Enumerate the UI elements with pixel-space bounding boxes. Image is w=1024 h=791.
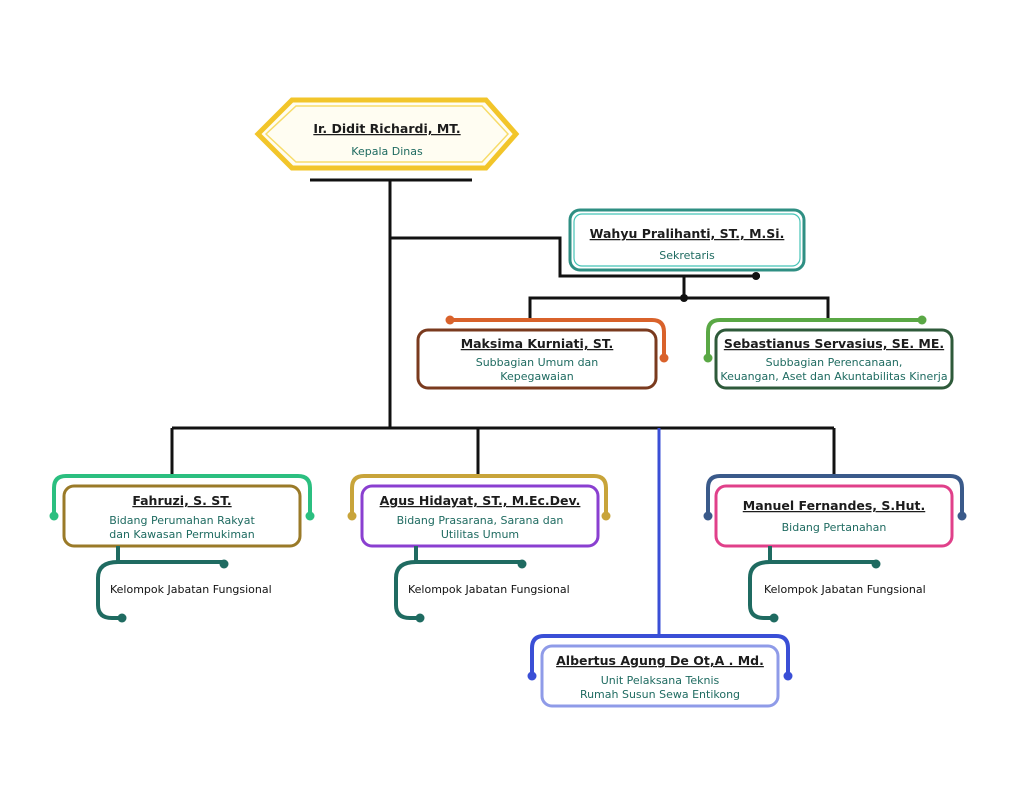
upt-box <box>540 644 780 708</box>
upt-bracket <box>530 634 790 674</box>
fungsional-bracket <box>96 560 120 620</box>
upt-node[interactable]: Albertus Agung De Ot,A . Md. Unit Pelaks… <box>527 634 793 708</box>
junction-dot <box>752 272 760 280</box>
junction-dot <box>680 294 688 302</box>
bidang-pertanahan-role-line: Bidang Pertanahan <box>782 521 887 534</box>
fungsional-label: Kelompok Jabatan Fungsional <box>408 583 570 596</box>
bracket-end-dot <box>117 613 127 623</box>
subbag-umum-node[interactable]: Maksima Kurniati, ST. Subbagian Umum dan… <box>416 315 669 390</box>
secretary-box-inner <box>573 213 801 267</box>
bidang-pertanahan-box <box>714 484 954 548</box>
secretary-name: Wahyu Pralihanti, ST., M.Si. <box>590 226 785 241</box>
bidang-pertanahan-node[interactable]: Manuel Fernandes, S.Hut. Bidang Pertanah… <box>703 474 967 548</box>
upt-role-line: Unit Pelaksana Teknis <box>601 674 720 687</box>
secretary-node[interactable]: Wahyu Pralihanti, ST., M.Si. Sekretaris <box>568 208 806 272</box>
bidang-prasarana-role-line: Utilitas Umum <box>441 528 519 541</box>
upt-role-line: Rumah Susun Sewa Entikong <box>580 688 740 701</box>
head-name: Ir. Didit Richardi, MT. <box>313 121 460 136</box>
head-role: Kepala Dinas <box>351 145 423 158</box>
bidang-prasarana-name: Agus Hidayat, ST., M.Ec.Dev. <box>380 493 581 508</box>
bracket-end-dot <box>917 315 927 325</box>
bracket-end-dot <box>957 511 967 521</box>
bidang-perumahan-bracket <box>52 474 312 514</box>
fungsional-label: Kelompok Jabatan Fungsional <box>110 583 272 596</box>
bracket-end-dot <box>601 511 611 521</box>
bracket-end-dot <box>783 671 793 681</box>
upt-name: Albertus Agung De Ot,A . Md. <box>556 653 764 668</box>
bidang-perumahan-role-line: dan Kawasan Permukiman <box>109 528 255 541</box>
head-hexagon <box>254 97 520 171</box>
subbag-umum-name: Maksima Kurniati, ST. <box>461 336 614 351</box>
subbag-umum-role-line: Subbagian Umum dan <box>476 356 599 369</box>
bidang-prasarana-bracket <box>350 474 608 514</box>
connector-lines <box>170 178 836 636</box>
bracket-end-dot <box>347 511 357 521</box>
subbag-perencanaan-node[interactable]: Sebastianus Servasius, SE. ME. Subbagian… <box>703 315 954 390</box>
subbag-perencanaan-role-line: Keuangan, Aset dan Akuntabilitas Kinerja <box>720 370 947 383</box>
bracket-end-dot <box>305 511 315 521</box>
secretary-role: Sekretaris <box>659 249 715 262</box>
bracket-end-dot <box>703 353 713 363</box>
bracket-end-dot <box>703 511 713 521</box>
bidang-perumahan-box <box>62 484 302 548</box>
bracket-end-dot <box>517 559 527 569</box>
bracket-end-dot <box>219 559 229 569</box>
subbag-umum-bracket <box>450 318 666 356</box>
bidang-perumahan-node[interactable]: Fahruzi, S. ST. Bidang Perumahan Rakyat … <box>49 474 315 548</box>
bidang-prasarana-box <box>360 484 600 548</box>
secretary-box <box>568 208 806 272</box>
fungsional-2[interactable]: Kelompok Jabatan Fungsional <box>394 546 570 623</box>
secretary-connector <box>390 236 760 278</box>
subbag-perencanaan-box <box>714 328 954 390</box>
bracket-end-dot <box>415 613 425 623</box>
bracket-end-dot <box>49 511 59 521</box>
bidang-perumahan-role-line: Bidang Perumahan Rakyat <box>109 514 255 527</box>
bidang-pertanahan-name: Manuel Fernandes, S.Hut. <box>743 498 926 513</box>
bracket-end-dot <box>769 613 779 623</box>
fungsional-bracket <box>748 560 772 620</box>
subbag-perencanaan-name: Sebastianus Servasius, SE. ME. <box>724 336 944 351</box>
subbag-umum-box <box>416 328 658 390</box>
subbag-umum-role-line: Kepegawaian <box>500 370 573 383</box>
bidang-perumahan-name: Fahruzi, S. ST. <box>132 493 231 508</box>
bracket-end-dot <box>659 353 669 363</box>
head-node[interactable]: Ir. Didit Richardi, MT. Kepala Dinas <box>254 97 520 171</box>
fungsional-label: Kelompok Jabatan Fungsional <box>764 583 926 596</box>
subbag-perencanaan-bracket <box>706 318 922 356</box>
head-hexagon-inner <box>264 105 510 163</box>
bidang-prasarana-node[interactable]: Agus Hidayat, ST., M.Ec.Dev. Bidang Pras… <box>347 474 611 548</box>
fungsional-bracket <box>394 560 418 620</box>
subbag-bar <box>528 296 830 322</box>
fungsional-3[interactable]: Kelompok Jabatan Fungsional <box>748 546 926 623</box>
subbag-perencanaan-role-line: Subbagian Perencanaan, <box>766 356 903 369</box>
bidang-prasarana-role-line: Bidang Prasarana, Sarana dan <box>397 514 564 527</box>
bracket-end-dot <box>445 315 455 325</box>
bracket-end-dot <box>527 671 537 681</box>
bidang-pertanahan-bracket <box>706 474 964 514</box>
fungsional-1[interactable]: Kelompok Jabatan Fungsional <box>96 546 272 623</box>
bracket-end-dot <box>871 559 881 569</box>
